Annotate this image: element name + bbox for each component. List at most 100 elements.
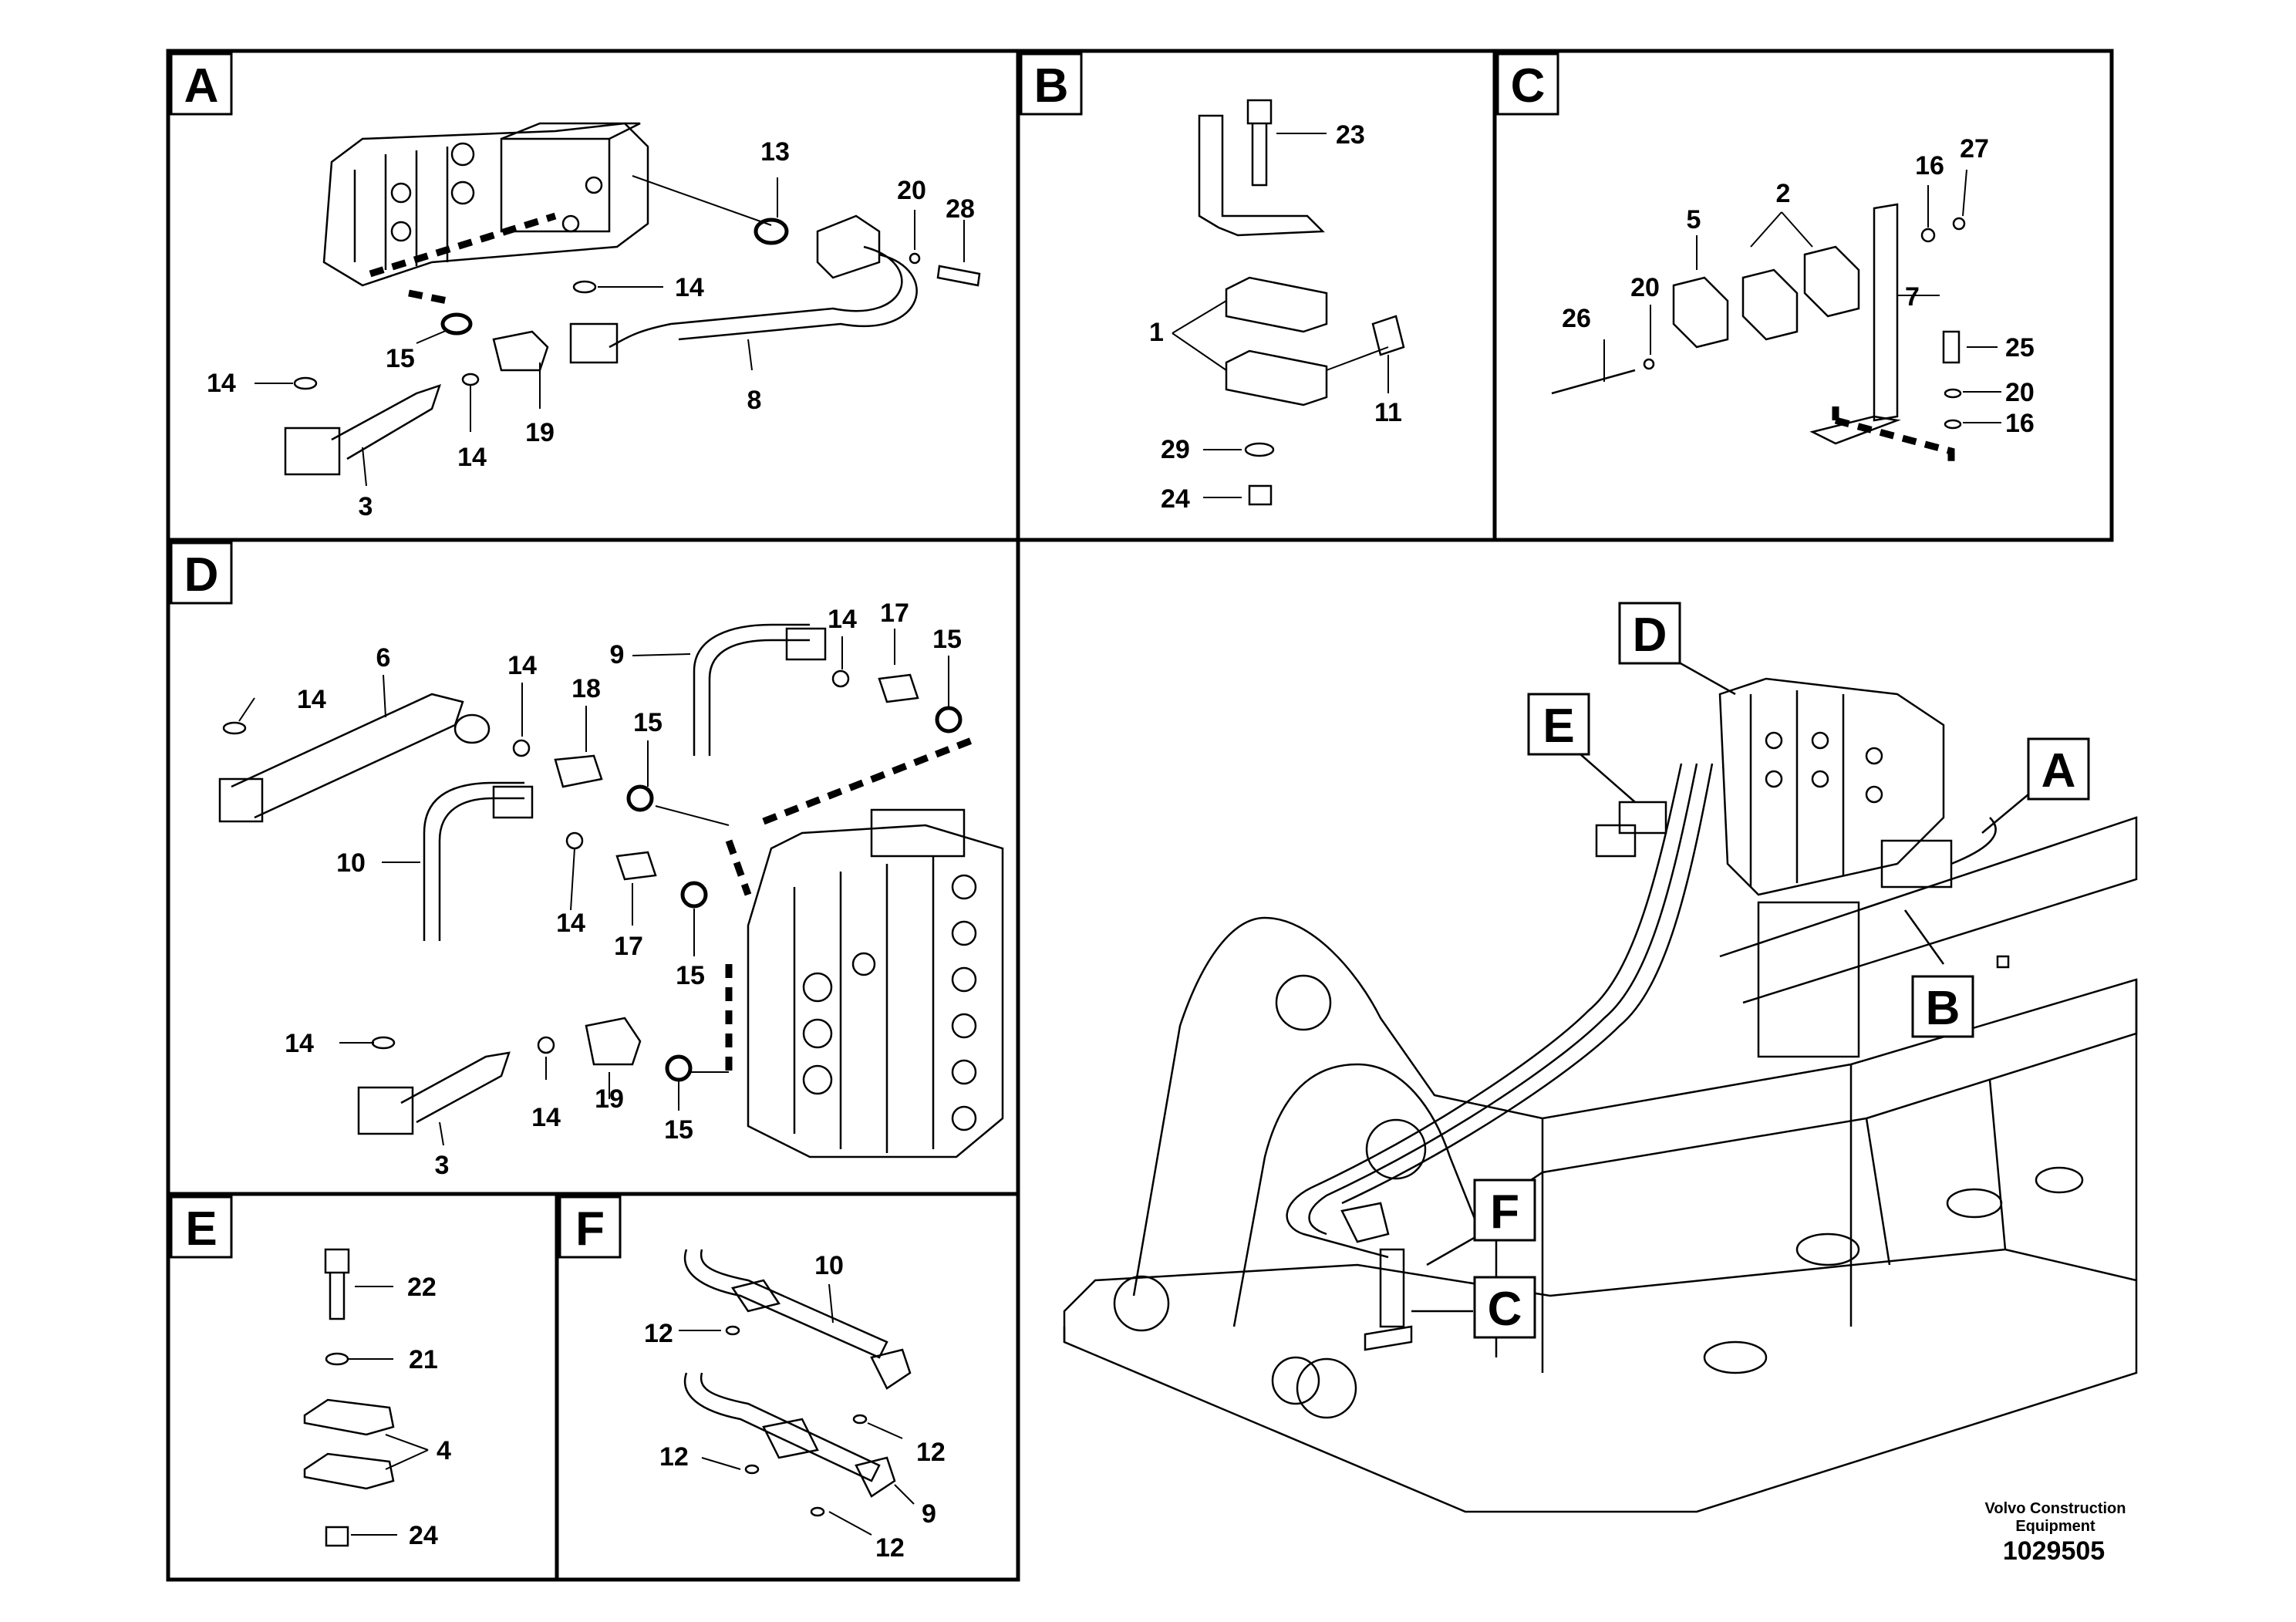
svg-text:12: 12 (644, 1319, 673, 1348)
svg-text:14: 14 (285, 1029, 314, 1058)
clamp-icon (1672, 276, 1729, 349)
callout-c: C (1411, 1276, 1536, 1339)
elbow-fitting-icon (730, 1279, 781, 1313)
svg-text:12: 12 (875, 1533, 905, 1563)
svg-text:23: 23 (1336, 120, 1365, 150)
panel-letter-a: A (170, 52, 233, 116)
svg-text:15: 15 (386, 344, 415, 373)
svg-text:14: 14 (531, 1103, 561, 1132)
svg-text:14: 14 (675, 273, 704, 302)
clamp-icon (1225, 276, 1328, 333)
svg-text:20: 20 (897, 176, 926, 205)
clamp-icon (1225, 349, 1328, 406)
svg-text:16: 16 (1915, 151, 1944, 180)
svg-text:1: 1 (1149, 318, 1164, 347)
svg-text:21: 21 (409, 1345, 438, 1374)
clamp-icon (303, 1398, 395, 1436)
panel-letter-e: E (170, 1195, 233, 1259)
svg-text:13: 13 (760, 137, 790, 167)
footer: Volvo Construction Equipment 1029505 (1985, 1500, 2126, 1566)
callout-e: E (1527, 693, 1636, 803)
elbow-fitting-icon (762, 1418, 819, 1459)
svg-text:5: 5 (1687, 205, 1701, 234)
svg-text:19: 19 (525, 418, 555, 447)
svg-text:26: 26 (1562, 304, 1591, 333)
svg-text:7: 7 (1905, 282, 1920, 312)
clamp-icon (1803, 245, 1860, 318)
panel-b-drawing: 23 1 11 29 24 (1149, 99, 1405, 514)
svg-text:A: A (184, 59, 219, 113)
svg-text:E: E (185, 1202, 217, 1256)
svg-text:C: C (1488, 1283, 1522, 1336)
brand-line-1: Volvo Construction (1985, 1500, 2126, 1517)
svg-text:19: 19 (595, 1084, 624, 1114)
svg-text:10: 10 (814, 1251, 844, 1280)
svg-text:12: 12 (916, 1438, 946, 1467)
svg-text:10: 10 (336, 848, 366, 878)
svg-text:E: E (1542, 700, 1574, 753)
svg-text:3: 3 (435, 1151, 450, 1180)
panel-letter-f: F (558, 1195, 622, 1259)
svg-text:9: 9 (922, 1499, 936, 1529)
elbow-fitting-icon (492, 330, 549, 372)
bolt-icon (324, 1248, 350, 1320)
svg-text:8: 8 (747, 386, 762, 415)
o-ring-icon (754, 218, 789, 245)
svg-text:B: B (1034, 59, 1069, 113)
hydraulic-valve-block-icon (322, 122, 649, 305)
drawing-number: 1029505 (2003, 1536, 2105, 1566)
bolt-icon (1551, 369, 1636, 395)
bolt-icon (936, 265, 981, 287)
svg-text:29: 29 (1161, 435, 1190, 464)
callout-d: D (1618, 602, 1736, 696)
svg-text:2: 2 (1776, 179, 1791, 208)
svg-text:14: 14 (507, 651, 537, 680)
panel-f-drawing: 10 12 12 12 9 12 (644, 1249, 946, 1563)
nut-icon (325, 1526, 349, 1547)
hose-icon (438, 797, 524, 941)
nut-icon (1248, 484, 1273, 506)
callout-b: B (1903, 909, 1974, 1038)
hose-icon (231, 693, 464, 819)
svg-text:14: 14 (457, 443, 487, 472)
svg-text:14: 14 (556, 909, 585, 938)
bolt-icon (1246, 99, 1273, 187)
svg-text:14: 14 (207, 369, 236, 398)
svg-text:F: F (1490, 1185, 1519, 1239)
washer-icon (1244, 442, 1275, 457)
panel-a-drawing: 13 20 28 14 15 14 14 19 8 3 (207, 122, 981, 521)
svg-text:9: 9 (610, 640, 625, 669)
brand-line-2: Equipment (2015, 1518, 2095, 1535)
panel-letter-b: B (1020, 52, 1083, 116)
svg-text:D: D (184, 548, 219, 602)
excavator-frame-icon (1063, 677, 2138, 1513)
clamp-icon (303, 1452, 395, 1490)
callout-a: A (1981, 737, 2090, 834)
washer-icon (325, 1352, 349, 1366)
svg-text:17: 17 (880, 599, 909, 628)
panel-letter-d: D (170, 541, 233, 605)
svg-text:24: 24 (409, 1521, 438, 1550)
bracket-icon (1873, 203, 1899, 422)
panel-frames (166, 49, 2114, 1582)
svg-text:C: C (1511, 59, 1546, 113)
hose-icon (331, 384, 441, 460)
svg-text:16: 16 (2005, 409, 2035, 438)
svg-text:14: 14 (828, 605, 857, 634)
svg-text:A: A (2041, 744, 2076, 798)
panel-letter-c: C (1496, 52, 1559, 116)
svg-text:B: B (1926, 982, 1961, 1035)
bracket-icon (1198, 114, 1325, 237)
svg-text:18: 18 (571, 674, 601, 703)
svg-text:27: 27 (1960, 134, 1989, 164)
svg-text:11: 11 (1374, 398, 1402, 427)
svg-text:15: 15 (676, 961, 705, 990)
panel-e-drawing: 22 21 4 24 (303, 1248, 451, 1550)
svg-text:20: 20 (2005, 378, 2035, 407)
hose-icon (400, 1051, 511, 1124)
hose-icon (609, 245, 903, 349)
hose-icon (708, 639, 810, 756)
svg-text:17: 17 (614, 932, 643, 961)
elbow-fitting-icon (585, 1017, 642, 1066)
svg-text:15: 15 (633, 708, 663, 737)
